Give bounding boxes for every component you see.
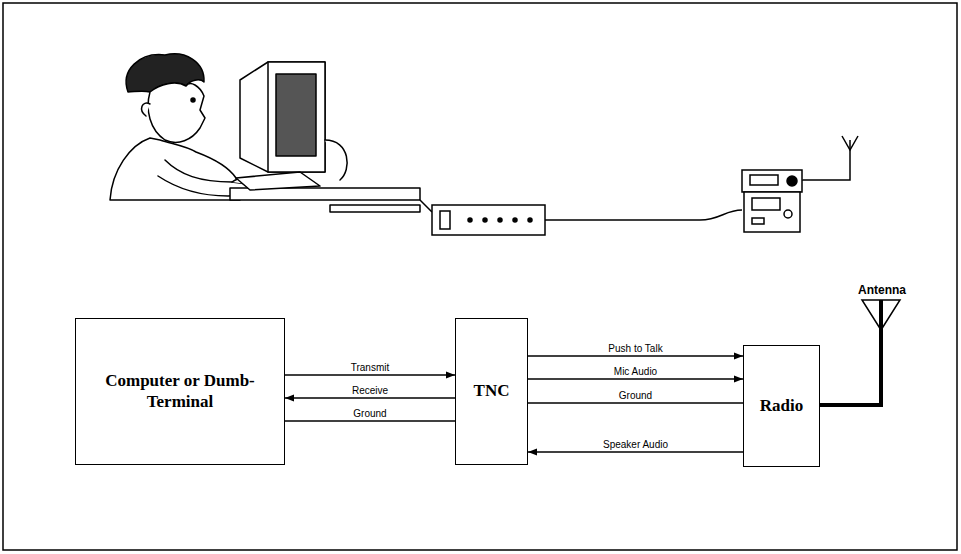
antenna-symbol <box>820 300 900 405</box>
signal-name: Ground <box>617 390 654 401</box>
signal-name: Speaker Audio <box>601 439 670 450</box>
signal-name: Ground <box>351 408 388 419</box>
tnc-box: TNC <box>455 318 528 465</box>
signal-name: Transmit <box>349 362 392 373</box>
frame <box>3 3 957 550</box>
tnc-unit <box>432 205 545 235</box>
box-title: Computer or Dumb-Terminal <box>100 371 260 412</box>
radio-box: Radio <box>743 345 820 467</box>
signal-line <box>528 355 743 356</box>
signal-line <box>285 420 455 421</box>
signal-line <box>528 402 743 403</box>
signal-line <box>285 397 455 398</box>
terminal-box: Computer or Dumb-Terminal <box>75 318 285 465</box>
antenna-label: Antenna <box>858 283 906 297</box>
signal-name: Push to Talk <box>606 343 664 354</box>
signal-line <box>285 374 455 375</box>
box-title: TNC <box>474 381 510 401</box>
box-title: Radio <box>760 396 803 416</box>
radio-unit <box>742 136 858 232</box>
signal-line <box>528 451 743 452</box>
signal-name: Receive <box>350 385 390 396</box>
operator-illustration <box>110 54 420 212</box>
signal-name: Mic Audio <box>612 366 659 377</box>
signal-line <box>528 378 743 379</box>
